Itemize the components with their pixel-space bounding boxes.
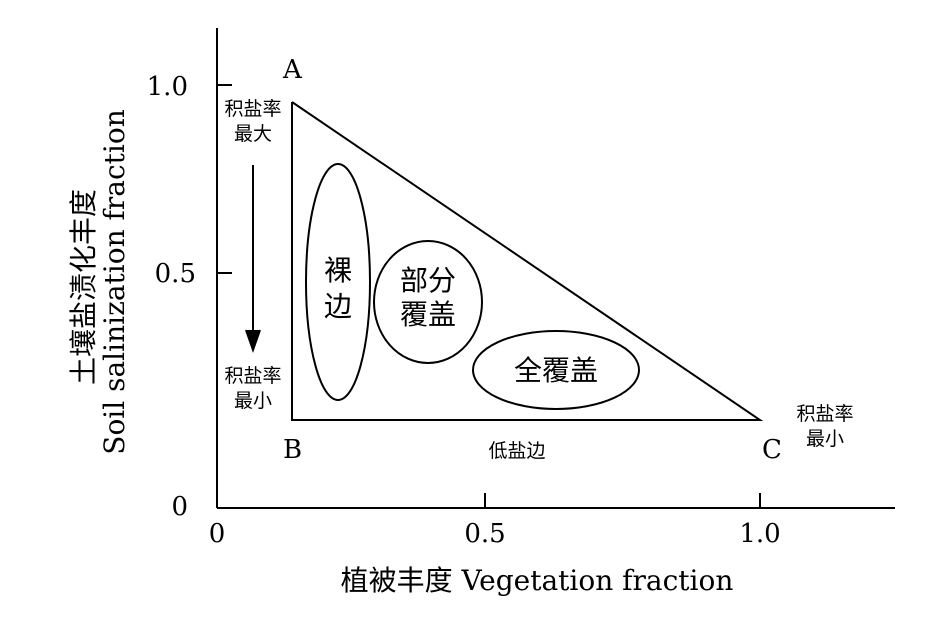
- x-tick-label-0: 0: [209, 519, 226, 549]
- annotation-bottom-edge: 低盐边: [488, 440, 545, 462]
- partial-cover-ellipse: [373, 240, 483, 364]
- x-tick-label-05: 0.5: [464, 519, 505, 549]
- y-tick-label-1: 1.0: [147, 72, 188, 102]
- annotation-top-left-line1: 积盐率: [224, 98, 281, 120]
- y-tick-label-05: 0.5: [155, 259, 196, 289]
- y-tick-label-0: 0: [171, 492, 188, 522]
- region-label-bare-line2: 边: [324, 290, 352, 323]
- region-label-partial-line1: 部分: [400, 264, 456, 297]
- full-cover-ellipse: [472, 330, 640, 410]
- vertex-label-a: A: [282, 55, 303, 85]
- x-axis-title: 植被丰度 Vegetation fraction: [341, 564, 734, 597]
- triangle-outline: [291, 101, 764, 421]
- decreasing-arrow-head: [245, 329, 261, 354]
- annotation-bottom-left-line1: 积盐率: [224, 365, 281, 387]
- y-axis-title-en: Soil salinization fraction: [98, 109, 131, 454]
- annotation-bottom-left-line2: 最小: [234, 390, 272, 412]
- x-tick-label-1: 1.0: [739, 519, 780, 549]
- annotation-top-left-line2: 最大: [234, 123, 272, 145]
- annotation-right-line2: 最小: [806, 428, 844, 450]
- bare-edge-ellipse: [305, 163, 371, 401]
- region-label-bare-line1: 裸: [324, 254, 352, 287]
- annotation-right-line1: 积盐率: [796, 403, 853, 425]
- vertex-label-b: B: [283, 435, 302, 465]
- region-label-full: 全覆盖: [514, 354, 598, 387]
- vertex-label-c: C: [762, 435, 782, 465]
- y-axis-title-cn: 土壤盐渍化丰度: [67, 189, 100, 385]
- region-label-partial-line2: 覆盖: [400, 298, 456, 331]
